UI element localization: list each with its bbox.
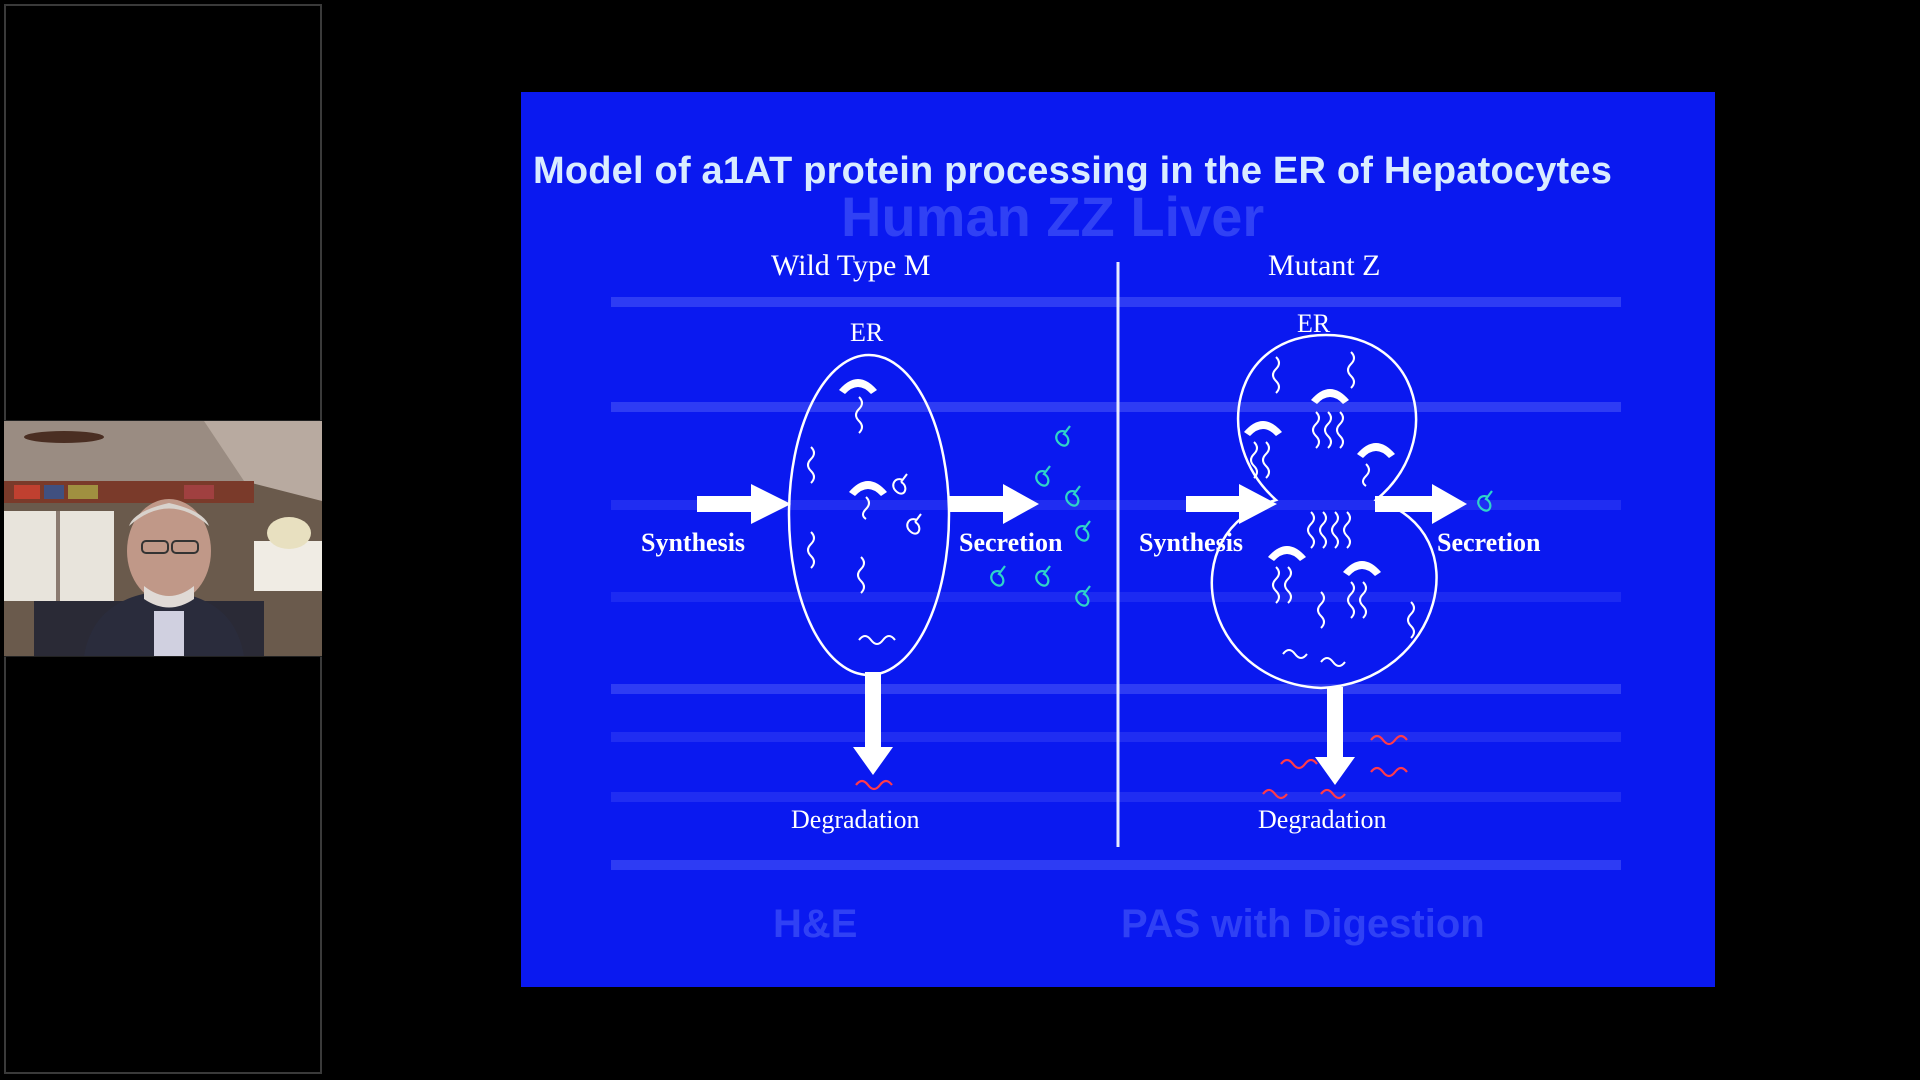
- chaperone-icon: [849, 481, 887, 496]
- degraded-protein-icon: [855, 779, 893, 791]
- er-label-wild-type: ER: [850, 318, 884, 347]
- ghost-stripe: [611, 792, 1621, 802]
- degraded-protein-group: [1262, 734, 1408, 800]
- unfolded-protein-group: [807, 396, 870, 594]
- er-processing-diagram: [697, 262, 1493, 847]
- ghost-caption-right: PAS with Digestion: [1121, 902, 1485, 946]
- secreted-protein-group: [990, 425, 1091, 607]
- slide-title: Model of a1AT protein processing in the …: [533, 150, 1613, 192]
- degradation-arrow-wild-type: [853, 672, 893, 775]
- secretion-label-wild-type: Secretion: [959, 528, 1063, 557]
- ghost-stripe: [611, 860, 1621, 870]
- synthesis-arrow-mutant-z: [1186, 484, 1277, 524]
- ghost-stripe: [611, 402, 1621, 412]
- secretion-label-mutant-z: Secretion: [1437, 528, 1541, 557]
- ghost-caption-left: H&E: [773, 902, 858, 946]
- presentation-slide: Human ZZ Liver H&E PAS with Digestion Mo…: [521, 92, 1715, 987]
- panel-heading-mutant-z: Mutant Z: [1268, 249, 1381, 282]
- synthesis-label-wild-type: Synthesis: [641, 528, 746, 557]
- chaperone-icon: [1311, 389, 1349, 404]
- chaperone-icon: [839, 379, 877, 394]
- er-membrane-mutant-z: [1210, 333, 1438, 690]
- chaperone-icon: [1343, 561, 1381, 576]
- ghost-stripe: [611, 297, 1621, 307]
- secreted-protein-icon: [1477, 490, 1493, 512]
- er-membrane-wild-type: [787, 353, 951, 677]
- panel-heading-wild-type: Wild Type M: [771, 249, 931, 282]
- presenter-video-feed: [4, 421, 322, 656]
- er-label-mutant-z: ER: [1297, 309, 1331, 338]
- secretion-arrow-mutant-z: [1375, 484, 1467, 524]
- chaperone-icon: [1244, 421, 1282, 436]
- ghost-stripe: [611, 684, 1621, 694]
- synthesis-arrow-wild-type: [697, 484, 791, 524]
- ghost-stripe: [611, 732, 1621, 742]
- secretion-arrow-wild-type: [948, 484, 1039, 524]
- polymer-aggregate-group: [1250, 351, 1415, 667]
- ghost-stripe: [611, 500, 1621, 510]
- presenter-video-tile[interactable]: [4, 420, 322, 657]
- folded-protein-group: [858, 473, 922, 645]
- degradation-label-wild-type: Degradation: [791, 805, 920, 834]
- synthesis-label-mutant-z: Synthesis: [1139, 528, 1244, 557]
- degradation-arrow-mutant-z: [1315, 687, 1355, 785]
- ghost-stripe: [611, 592, 1621, 602]
- chaperone-icon: [1268, 546, 1306, 561]
- degradation-label-mutant-z: Degradation: [1258, 805, 1387, 834]
- chaperone-icon: [1357, 443, 1395, 458]
- ghost-heading: Human ZZ Liver: [841, 185, 1265, 248]
